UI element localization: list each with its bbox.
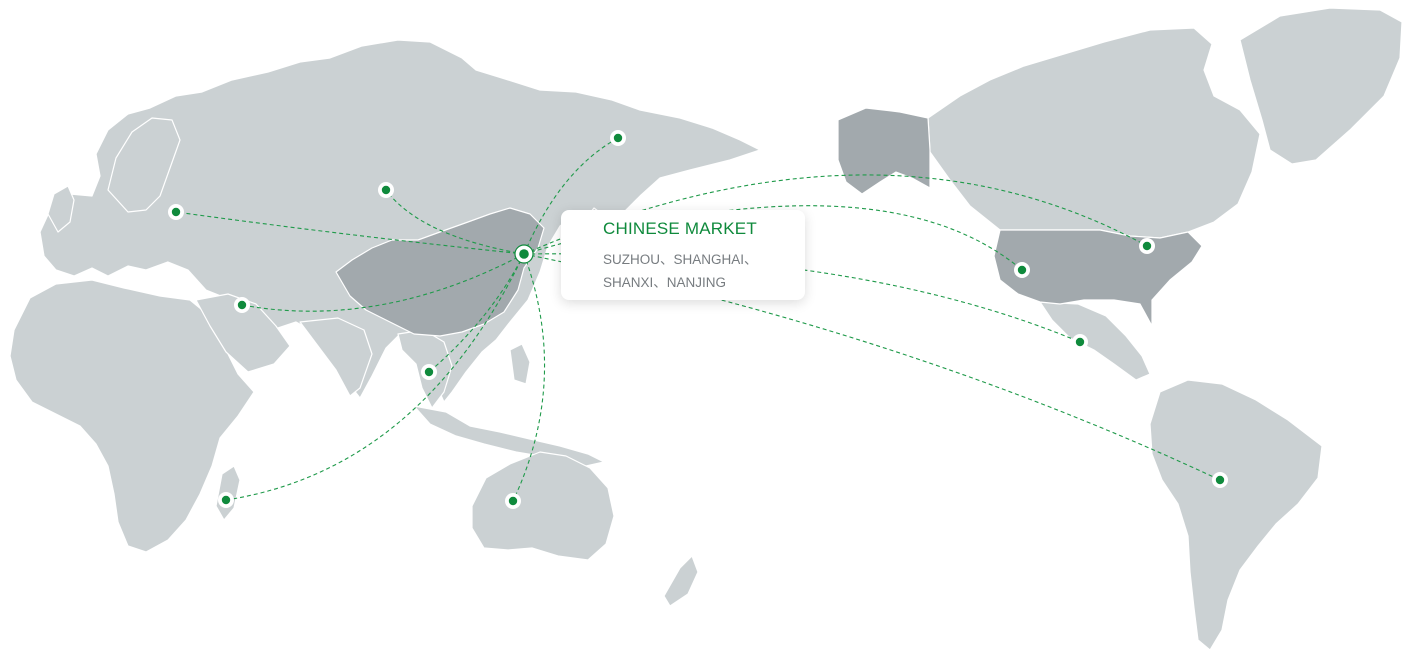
land-uk xyxy=(47,185,75,233)
marker-dot xyxy=(508,496,518,506)
hub-title: CHINESE MARKET xyxy=(603,219,757,238)
land-india xyxy=(299,317,373,397)
route-line xyxy=(175,211,525,255)
land-greenland xyxy=(1239,7,1403,165)
route-line xyxy=(523,253,1081,343)
route-line xyxy=(428,253,525,373)
route-line xyxy=(385,189,525,255)
marker-dot xyxy=(1075,337,1085,347)
land-africa xyxy=(9,279,255,553)
hub-info-card: CHINESE MARKET SUZHOU、SHANGHAI、 SHANXI、N… xyxy=(561,210,805,300)
marker-dot xyxy=(1215,475,1225,485)
land-indonesia xyxy=(413,405,605,467)
land-canada xyxy=(927,27,1261,239)
land-new-zealand xyxy=(663,555,699,607)
region-usa xyxy=(993,229,1203,327)
route-line xyxy=(241,253,525,312)
hub-cities-line-1: SUZHOU、SHANGHAI、 xyxy=(603,252,758,267)
land-scandinavia xyxy=(107,117,181,213)
hub-cities-line-2: SHANXI、NANJING xyxy=(603,275,727,290)
location-marker-icon[interactable] xyxy=(234,297,250,313)
location-marker-icon[interactable] xyxy=(610,130,626,146)
location-marker-icon[interactable] xyxy=(1139,238,1155,254)
route-line xyxy=(523,205,1023,271)
location-marker-icon[interactable] xyxy=(1072,334,1088,350)
land-australia xyxy=(471,451,615,561)
location-marker-icon[interactable] xyxy=(505,493,521,509)
location-marker-icon[interactable] xyxy=(1014,262,1030,278)
marker-dot xyxy=(613,133,623,143)
marker-dot xyxy=(171,207,181,217)
marker-dot xyxy=(424,367,434,377)
land-south-america xyxy=(1149,379,1323,651)
route-line xyxy=(523,137,619,255)
route-line xyxy=(225,253,525,501)
marker-dot xyxy=(1142,241,1152,251)
route-line xyxy=(512,253,546,502)
hub-location-marker-icon[interactable] xyxy=(514,244,534,264)
location-markers xyxy=(168,130,1228,509)
land-philippines xyxy=(509,343,531,385)
location-marker-icon[interactable] xyxy=(378,182,394,198)
location-marker-icon[interactable] xyxy=(218,492,234,508)
marker-dot xyxy=(237,300,247,310)
marker-dot xyxy=(381,185,391,195)
marker-dot xyxy=(519,249,529,259)
location-marker-icon[interactable] xyxy=(1212,472,1228,488)
location-marker-icon[interactable] xyxy=(421,364,437,380)
location-marker-icon[interactable] xyxy=(168,204,184,220)
region-alaska xyxy=(837,107,931,195)
land-central-america xyxy=(1039,301,1151,381)
marker-dot xyxy=(1017,265,1027,275)
marker-dot xyxy=(221,495,231,505)
